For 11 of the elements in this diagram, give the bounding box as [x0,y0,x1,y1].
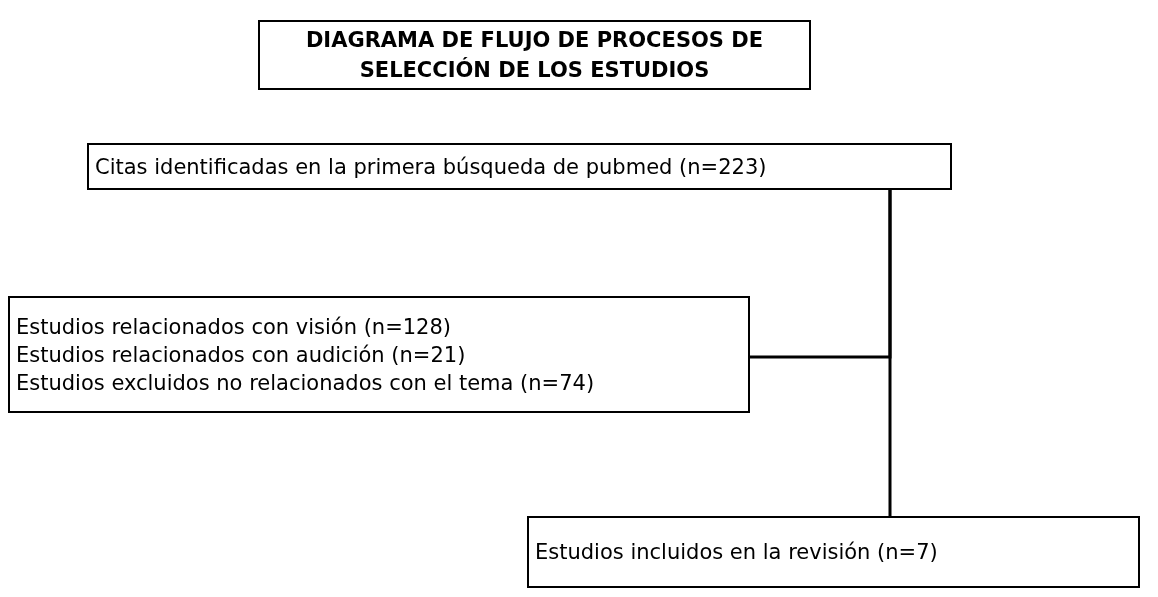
box-text: Estudios excluidos no relacionados con el tema (n=74) [16,369,596,397]
process-box [527,516,1140,588]
box-text: Estudios relacionados con visión (n=128) [16,313,452,341]
box-text: Estudios incluidos en la revisión (n=7) [535,539,939,566]
box-text: Citas identificadas en la primera búsqueda de pubmed (n=223) [95,153,768,181]
process-box [8,296,750,413]
connector-line [750,190,892,359]
title-text: DIAGRAMA DE FLUJO DE PROCESOS DE SELECCIÓN DE LOS ESTUDIOS [304,27,765,84]
box-text: Estudios relacionados con audición (n=21) [16,341,467,369]
process-box [87,143,952,190]
title-box [258,20,811,90]
